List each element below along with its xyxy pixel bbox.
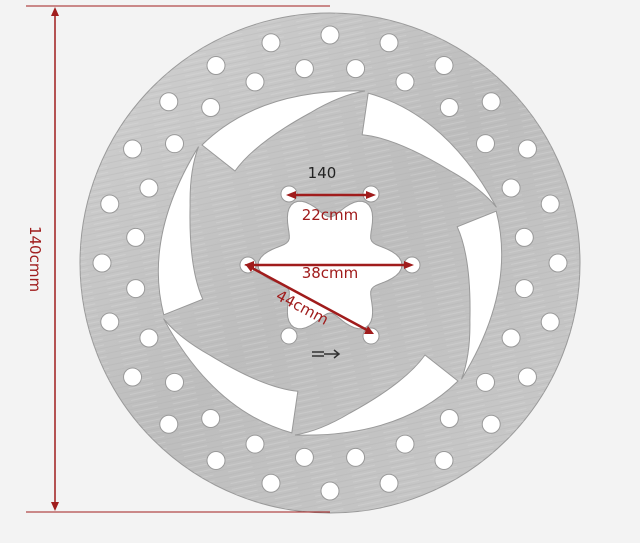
vent-hole [126,279,146,299]
vent-hole [123,139,143,159]
vent-hole [126,227,146,247]
vent-hole [475,372,495,392]
vent-hole [159,92,179,112]
vent-hole [540,194,560,214]
vent-hole [540,312,560,332]
vent-hole [439,408,459,428]
vent-hole [206,56,226,76]
vent-hole [395,72,415,92]
vent-hole [294,59,314,79]
vent-hole [165,134,185,154]
vent-hole [501,328,521,348]
vent-hole [245,72,265,92]
spoke-cutout [157,146,204,316]
bolt-spacing-opposite-label: 38cmm [302,264,359,282]
vent-hole [100,194,120,214]
vent-hole [139,328,159,348]
vent-hole [517,139,537,159]
overall-diameter-label: 140cmm [26,226,44,292]
vent-hole [245,434,265,454]
vent-hole [475,134,495,154]
vent-hole [123,367,143,387]
vent-hole [159,414,179,434]
vent-hole [395,434,415,454]
vent-hole [92,253,112,273]
vent-hole [439,98,459,118]
bolt-spacing-adjacent-label: 22cmm [302,206,359,224]
vent-hole [501,178,521,198]
vent-holes [92,25,568,501]
vent-hole [434,56,454,76]
vent-hole [294,447,314,467]
vent-hole [379,473,399,493]
vent-hole [517,367,537,387]
vent-hole [206,450,226,470]
spoke-cutout [294,354,459,436]
spoke-cutout [201,90,366,172]
dimension-lines [26,5,414,513]
vent-hole [261,33,281,53]
vent-hole [201,98,221,118]
vent-hole [320,481,340,501]
vent-hole [346,59,366,79]
vent-hole [379,33,399,53]
arrow-right-icon [312,349,341,359]
spoke-cutout [163,318,299,434]
vent-hole [434,450,454,470]
brake-disc [79,12,581,514]
spoke-cutout [361,92,497,208]
vent-hole [514,227,534,247]
bolt-hole [280,327,298,345]
vent-hole [165,372,185,392]
vent-hole [514,279,534,299]
vent-hole [261,473,281,493]
vent-hole [481,414,501,434]
vent-hole [139,178,159,198]
vent-hole [548,253,568,273]
spoke-cutouts [157,90,503,436]
vent-hole [100,312,120,332]
spoke-cutout [456,210,503,380]
vent-hole [201,408,221,428]
model-label: 140 [308,164,337,182]
vent-hole [346,447,366,467]
vent-hole [481,92,501,112]
vent-hole [320,25,340,45]
